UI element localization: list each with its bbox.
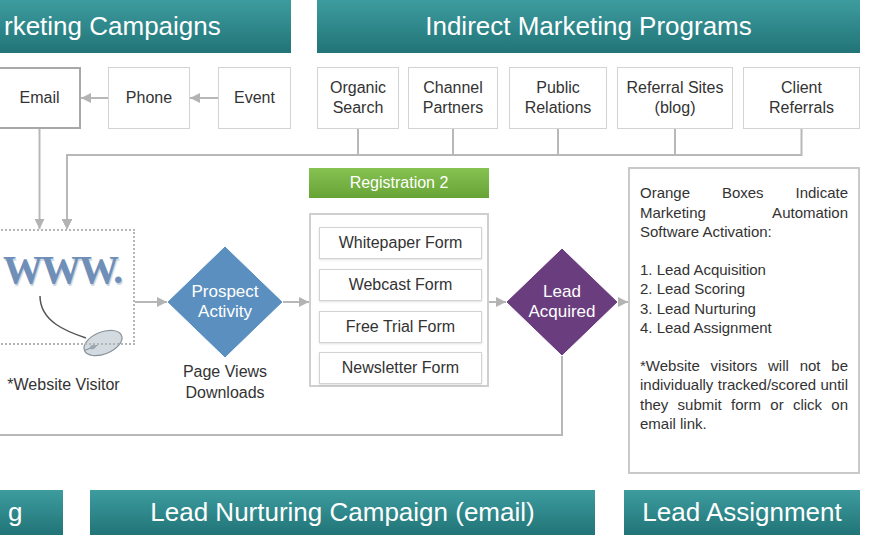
mouse-cable (40, 296, 86, 338)
channel-box: Organic Search (317, 67, 399, 129)
channel-box: Event (218, 67, 291, 129)
node-text: Registration 2 (350, 174, 449, 192)
shape-caption: *Website Visitor (7, 375, 119, 396)
diamond-fill (167, 246, 283, 358)
node-text: Orange Boxes Indicate Marketing Automati… (640, 183, 848, 242)
shape-caption: Page Views Downloads (170, 362, 280, 404)
section-band: Lead Assignment (624, 490, 860, 535)
node-text: Free Trial Form (346, 317, 455, 337)
decision-diamond: Lead Acquired (506, 248, 618, 356)
section-band: rketing Campaigns (0, 0, 291, 53)
node-text: Indirect Marketing Programs (425, 11, 752, 42)
node-text: Event (234, 88, 275, 108)
form-box: Free Trial Form (319, 311, 482, 343)
node-text: Lead Assignment (642, 497, 841, 528)
node-text: Lead Acquired (517, 282, 607, 321)
flow-arrow (618, 301, 628, 303)
node-text: Email (19, 88, 59, 108)
note-box: Orange Boxes Indicate Marketing Automati… (628, 167, 860, 474)
mouse-icon (80, 325, 125, 360)
form-box: Whitepaper Form (319, 227, 482, 259)
node-text: Whitepaper Form (339, 233, 463, 253)
node-text: Phone (126, 88, 172, 108)
node-text: Prospect Activity (179, 282, 272, 321)
node-text: Organic Search (325, 78, 391, 118)
channel-box: Public Relations (509, 67, 607, 129)
diamond-fill (506, 248, 618, 356)
node-text: Channel Partners (416, 78, 490, 118)
flow-arrow (283, 301, 309, 303)
flow-arrow (81, 97, 108, 99)
node-text: *Website visitors will not be individual… (640, 356, 848, 434)
node-text: rketing Campaigns (4, 11, 221, 42)
node-text: 1. Lead Acquisition (640, 260, 848, 280)
section-band: g (0, 490, 63, 535)
registration-label: Registration 2 (309, 168, 489, 198)
node-text: 4. Lead Assignment (640, 318, 848, 338)
node-text: Lead Nurturing Campaign (email) (150, 497, 534, 528)
www-logo: WWW. (3, 246, 121, 293)
channel-box: Phone (108, 67, 190, 129)
section-band: Lead Nurturing Campaign (email) (90, 490, 595, 535)
node-text: Newsletter Form (342, 358, 459, 378)
channel-box: Email (0, 67, 81, 129)
decision-diamond: Prospect ActivityPage Views Downloads (167, 246, 283, 358)
node-text: 3. Lead Nurturing (640, 299, 848, 319)
flow-arrow (135, 301, 167, 303)
flow-arrow (39, 129, 41, 229)
channel-box: Channel Partners (408, 67, 498, 129)
form-group-box: Whitepaper FormWebcast FormFree Trial Fo… (309, 213, 489, 387)
node-text: Webcast Form (349, 275, 453, 295)
flow-arrow (190, 97, 218, 99)
node-text: Client Referrals (751, 78, 852, 118)
node-text: 2. Lead Scoring (640, 279, 848, 299)
node-text: Referral Sites (blog) (625, 78, 725, 118)
node-text: Public Relations (517, 78, 599, 118)
form-box: Newsletter Form (319, 352, 482, 384)
channel-box: Client Referrals (743, 67, 860, 129)
form-box: Webcast Form (319, 269, 482, 301)
section-band: Indirect Marketing Programs (317, 0, 860, 53)
flow-arrow (489, 301, 506, 303)
channel-box: Referral Sites (blog) (617, 67, 733, 129)
node-text: g (8, 497, 22, 528)
